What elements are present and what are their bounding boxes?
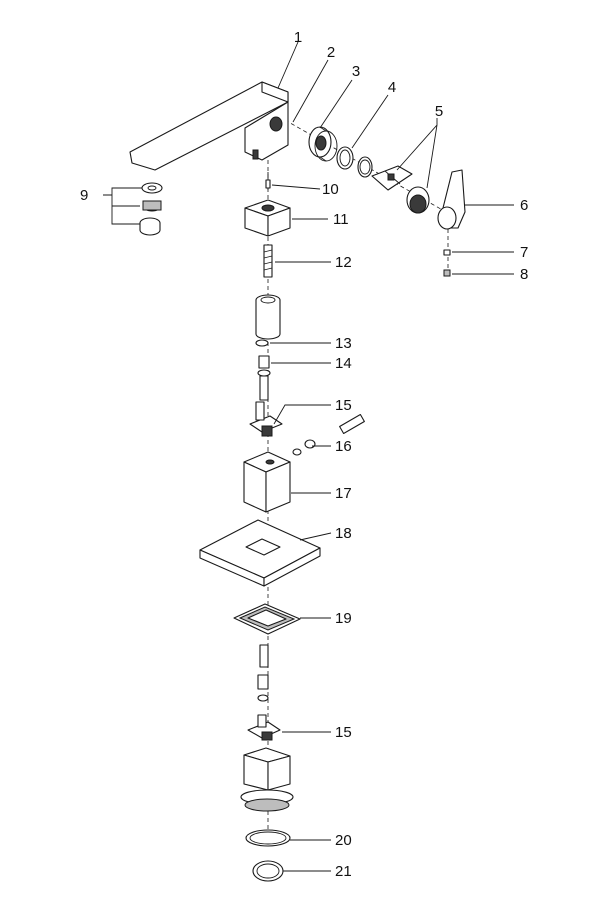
callout-1: 1 [294, 29, 302, 46]
callout-6: 6 [520, 197, 528, 214]
mounting-block [244, 199, 291, 237]
callout-8: 8 [520, 266, 528, 283]
seal-ring [336, 146, 354, 170]
callout-12: 12 [335, 254, 352, 271]
callout-4: 4 [388, 79, 396, 96]
callout-15-upper: 15 [335, 397, 352, 414]
callout-17: 17 [335, 485, 352, 502]
cartridge [371, 165, 430, 214]
callout-7: 7 [520, 244, 528, 261]
grub-screw [443, 249, 451, 256]
callout-9: 9 [80, 187, 88, 204]
callout-labels: 1 2 3 4 5 6 7 8 9 10 11 12 13 14 15 16 1… [80, 29, 528, 880]
threaded-rod [263, 244, 273, 278]
base-plate [199, 519, 321, 587]
callout-3: 3 [352, 63, 360, 80]
lower-body [240, 747, 294, 812]
callout-10: 10 [322, 181, 339, 198]
connection-pin [265, 172, 271, 190]
mounting-bracket-lower [247, 714, 281, 741]
o-ring [357, 156, 373, 178]
callout-15-lower: 15 [335, 724, 352, 741]
ring-20 [245, 829, 291, 847]
gasket [233, 603, 301, 635]
callout-11: 11 [333, 211, 349, 228]
square-shank [243, 451, 291, 513]
lever-handle [437, 169, 466, 230]
callout-13: 13 [335, 335, 352, 352]
washer [255, 339, 269, 347]
callout-21: 21 [335, 863, 352, 880]
ring-21 [252, 860, 284, 882]
nipple-connector [257, 355, 271, 401]
cartridge-nut [308, 126, 338, 162]
set-screw [443, 269, 451, 277]
callout-2: 2 [327, 44, 335, 61]
callout-18: 18 [335, 525, 352, 542]
callout-14: 14 [335, 355, 352, 372]
callout-16: 16 [335, 438, 352, 455]
lower-rod [257, 644, 269, 702]
callout-20: 20 [335, 832, 352, 849]
callout-5: 5 [435, 103, 443, 120]
leader-lines [103, 41, 514, 872]
aerator-set [139, 182, 163, 236]
mounting-bracket-upper [249, 401, 283, 437]
sleeve [255, 294, 281, 340]
callout-19: 19 [335, 610, 352, 627]
spout-body [129, 81, 289, 171]
fixing-screw-set [292, 413, 365, 456]
